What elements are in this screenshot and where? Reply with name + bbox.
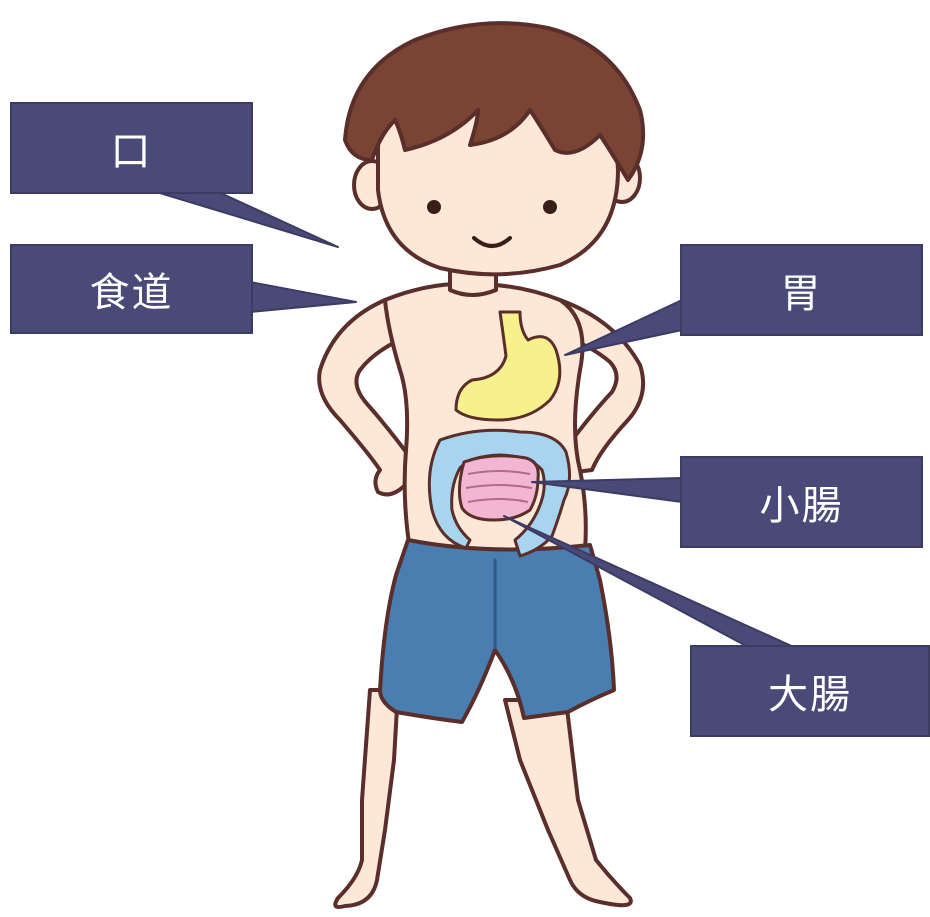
label-mouth: 口 xyxy=(10,102,253,194)
left-leg xyxy=(335,690,398,907)
label-stomach-text: 胃 xyxy=(781,261,823,319)
label-large-intestine: 大腸 xyxy=(690,645,930,737)
right-leg xyxy=(505,700,631,905)
pointer-mouth xyxy=(150,190,338,247)
left-eye xyxy=(427,200,441,214)
label-esophagus: 食道 xyxy=(10,244,253,334)
right-eye xyxy=(543,200,557,214)
label-esophagus-text: 食道 xyxy=(90,260,174,318)
label-stomach: 胃 xyxy=(680,244,923,336)
pointer-esophagus xyxy=(250,282,356,312)
shorts xyxy=(380,540,614,722)
label-small-intestine: 小腸 xyxy=(680,456,923,548)
label-mouth-text: 口 xyxy=(111,119,153,177)
label-small-intestine-text: 小腸 xyxy=(760,473,844,531)
label-large-intestine-text: 大腸 xyxy=(768,662,852,720)
